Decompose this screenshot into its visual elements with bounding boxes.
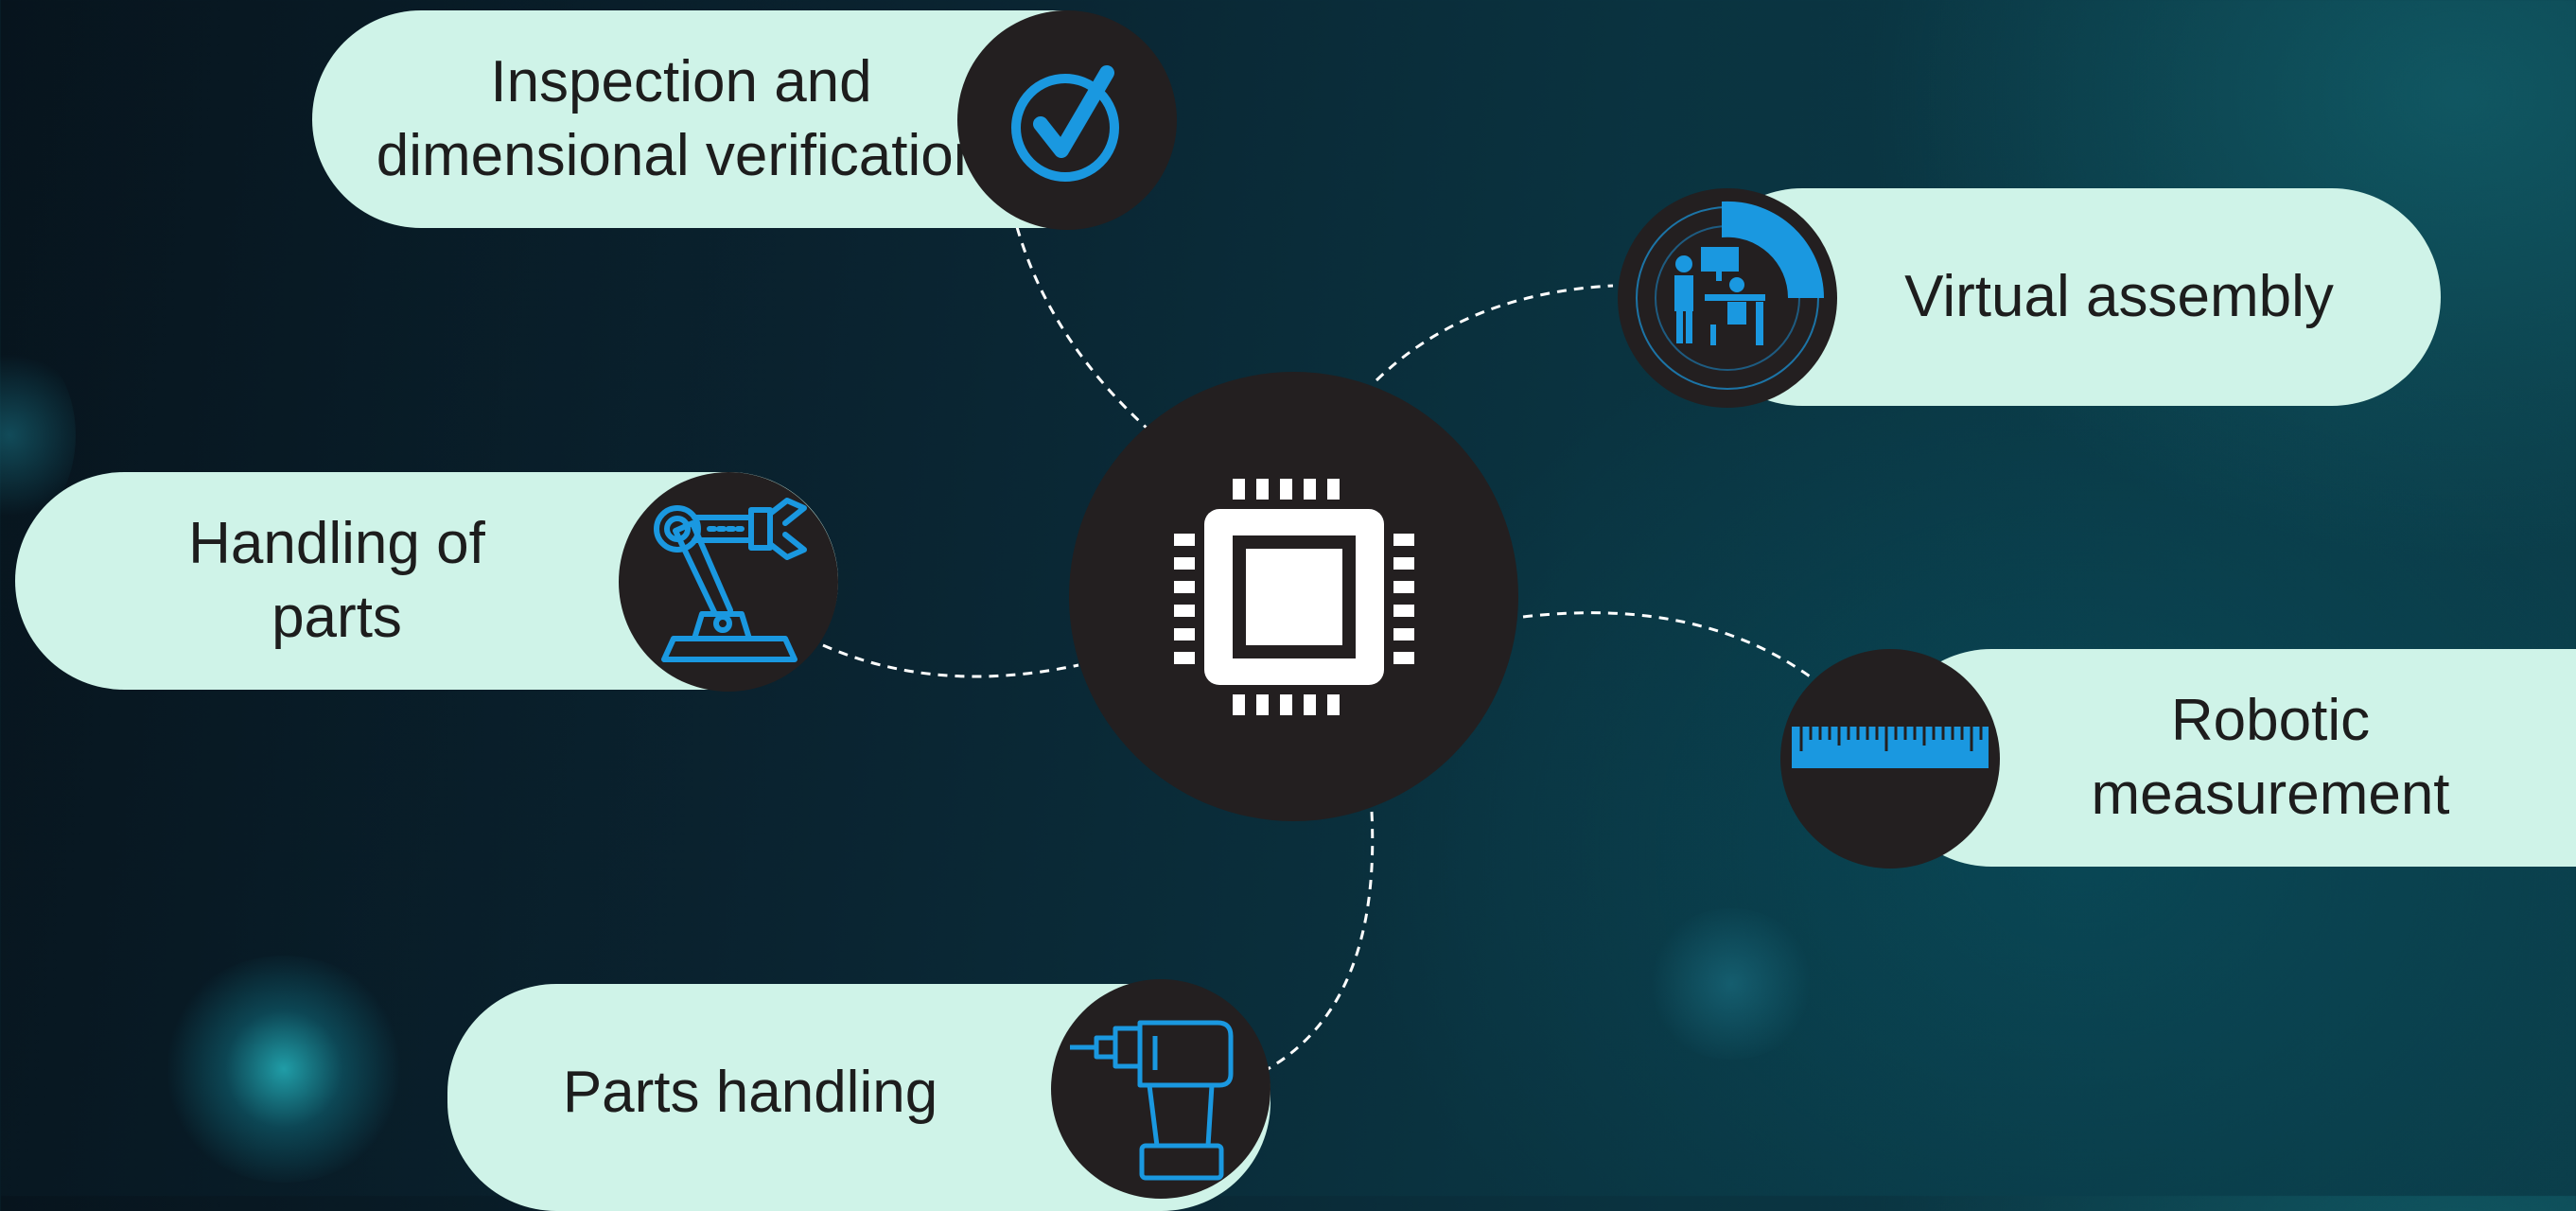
workstation-people-icon [1636, 201, 1825, 390]
power-drill-icon [1070, 1020, 1234, 1181]
connector-virtual-assembly [1375, 284, 1614, 382]
label-line: Inspection and [490, 49, 872, 114]
label-line: Parts handling [562, 1060, 938, 1125]
label-line: measurement [2091, 762, 2450, 827]
label-line: parts [272, 585, 402, 650]
central-hub [1069, 372, 1518, 821]
item-handling-of-parts-label: Handling of parts [72, 472, 602, 690]
robot-arm-icon [654, 498, 807, 662]
label-line: Robotic [2170, 688, 2371, 753]
item-robotic-measurement: Robotic measurement [1883, 649, 2576, 867]
connector-inspection [1015, 226, 1151, 432]
ruler-icon [1792, 727, 1989, 768]
connector-parts-handling [1267, 811, 1375, 1071]
item-virtual-assembly: Virtual assembly [1693, 188, 2441, 406]
item-robotic-measurement-label: Robotic measurement [2006, 649, 2535, 867]
item-parts-handling-label: Parts handling [485, 984, 1015, 1202]
icon-circle-parts-handling [1051, 979, 1270, 1199]
icon-circle-robotic-measurement [1780, 649, 2000, 869]
processor-chip-icon [1173, 478, 1414, 715]
connector-robotic-measurement [1522, 611, 1817, 683]
item-virtual-assembly-label: Virtual assembly [1845, 188, 2393, 406]
label-line: dimensional verification [376, 123, 987, 188]
label-line: Virtual assembly [1904, 264, 2334, 329]
check-circle-icon [1011, 65, 1119, 182]
label-line: Handling of [188, 511, 485, 576]
icon-circle-inspection [957, 10, 1177, 230]
connector-handling-of-parts [822, 643, 1079, 678]
icon-circle-virtual-assembly [1618, 188, 1837, 408]
item-inspection-label: Inspection and dimensional verification [331, 10, 1031, 228]
icon-circle-handling-of-parts [619, 472, 838, 692]
